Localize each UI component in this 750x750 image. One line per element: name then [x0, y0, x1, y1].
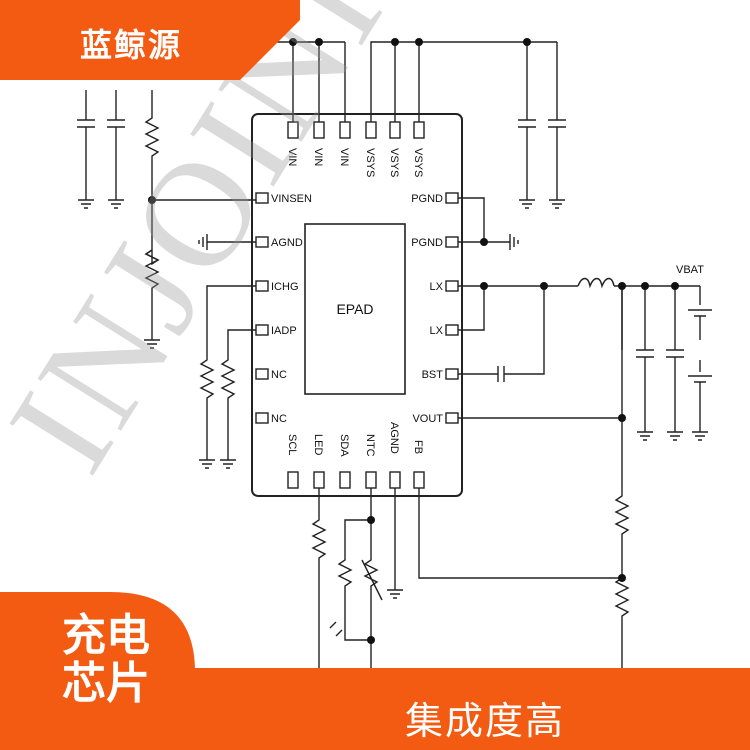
pin-label-top-2: VIN [312, 148, 324, 166]
pin-label-left-5: NC [271, 369, 287, 381]
epad-label: EPAD [336, 301, 373, 317]
ic-body [251, 113, 463, 497]
pin-label-bottom-5: AGND [388, 422, 400, 454]
pin-label-right-3: LX [430, 281, 444, 293]
pin-label-right-6: VOUT [412, 413, 443, 425]
product-tag-line2: 芯片 [62, 658, 150, 709]
pin-label-right-2: PGND [411, 237, 443, 249]
brand-name: 蓝鲸源 [80, 26, 183, 64]
pin-label-right-1: PGND [411, 193, 443, 205]
pin-label-bottom-3: SDA [338, 434, 350, 457]
pin-label-left-4: IADP [271, 325, 297, 337]
pin-label-left-1: VINSEN [271, 193, 312, 205]
pin-label-bottom-4: NTC [364, 434, 376, 457]
pin-label-top-3: VIN [338, 148, 350, 166]
product-tag: 充电 芯片 [62, 612, 182, 708]
pin-label-top-6: VSYS [412, 148, 424, 177]
pin-label-left-2: AGND [271, 237, 303, 249]
epad [304, 223, 406, 395]
pin-label-right-4: LX [430, 325, 444, 337]
product-tag-shape [0, 592, 195, 750]
feature-text: 集成度高 [405, 699, 566, 743]
product-tag-line1: 充电 [62, 610, 150, 661]
pin-label-bottom-6: FB [412, 440, 424, 454]
pin-label-left-3: ICHG [271, 281, 299, 293]
pin-label-top-1: VIN [286, 148, 298, 166]
brand-banner [0, 0, 300, 80]
vbat-label: VBAT [676, 264, 704, 276]
pin-label-left-6: NC [271, 413, 287, 425]
pin-label-bottom-1: SCL [286, 434, 298, 455]
pin-label-top-4: VSYS [364, 148, 376, 177]
pin-label-right-5: BST [422, 369, 444, 381]
pin-label-bottom-2: LED [312, 434, 324, 455]
pin-label-top-5: VSYS [388, 148, 400, 177]
